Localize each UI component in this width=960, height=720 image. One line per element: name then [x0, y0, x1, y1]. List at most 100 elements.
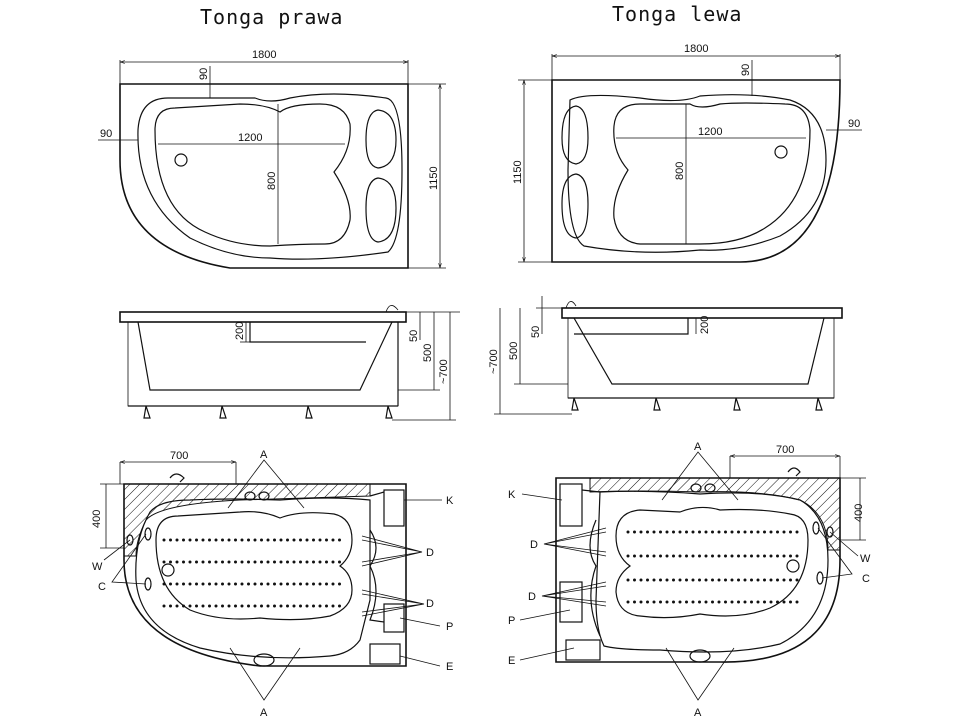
drain-icon	[161, 563, 175, 577]
jet-dot	[195, 604, 198, 608]
jet-dot	[789, 530, 792, 534]
jet-dot	[782, 530, 786, 534]
feet	[143, 405, 393, 419]
inner-basin	[613, 102, 811, 245]
jet-dot	[227, 582, 231, 586]
jet-dot	[639, 554, 643, 558]
dim-200: 200	[699, 316, 711, 334]
jet-dot	[704, 554, 708, 558]
dim-700: ~700	[438, 359, 450, 384]
jet-dot	[234, 560, 237, 564]
jet-dot	[188, 538, 192, 542]
inner-basin	[155, 511, 353, 621]
jet-dot	[652, 530, 656, 534]
label-w: W	[860, 553, 871, 565]
jet-dot	[639, 530, 643, 534]
jet-dot	[279, 560, 283, 564]
jet-dot	[338, 560, 341, 564]
jet-dot	[750, 600, 753, 604]
jet-dot	[305, 582, 309, 586]
jet-dot	[221, 604, 224, 608]
jet-dot	[266, 538, 270, 542]
dim-800: 800	[266, 172, 278, 190]
jet-dot	[646, 530, 649, 534]
jet-dot	[704, 600, 708, 604]
jet-dot	[672, 600, 675, 604]
inner-shell	[573, 317, 825, 385]
dim-700: 700	[170, 450, 188, 462]
jet-dot	[188, 582, 192, 586]
jet-dot	[240, 538, 244, 542]
hatched-wall	[123, 483, 371, 557]
jet-dot	[795, 600, 799, 604]
jet-dot	[279, 604, 283, 608]
jet-dot	[182, 560, 185, 564]
jet-dot	[266, 604, 270, 608]
jet-dot	[188, 604, 192, 608]
jet-dot	[266, 582, 270, 586]
label-w: W	[92, 561, 103, 573]
jet-dot	[175, 560, 179, 564]
jet-dot	[646, 600, 649, 604]
jet-dot	[227, 538, 231, 542]
drain-icon	[786, 559, 800, 573]
dim-50: 50	[530, 326, 542, 338]
jet-dot	[195, 560, 198, 564]
jet-dot	[338, 582, 341, 586]
jet-dot	[221, 582, 224, 586]
jet-dot	[286, 538, 289, 542]
jet-dot	[338, 538, 341, 542]
jet-dot	[730, 600, 734, 604]
jet-dot	[652, 578, 656, 582]
jet-dot	[331, 604, 335, 608]
jet-dots	[162, 538, 341, 608]
jet-dot	[633, 530, 636, 534]
label-a-bottom: A	[260, 707, 268, 719]
jet-dot	[214, 538, 218, 542]
drain-icon	[174, 153, 188, 167]
side-view-right: 200 50 500 ~700	[119, 305, 460, 421]
jet-dot	[659, 600, 662, 604]
jet-dot	[678, 554, 682, 558]
dim-90-top: 90	[740, 64, 752, 76]
jet-dot	[769, 578, 773, 582]
layout-view-left: 700 400 A A K D D P E W C	[508, 441, 871, 719]
jet-dot	[331, 538, 335, 542]
jet-dot	[247, 560, 250, 564]
jet-dot	[234, 538, 237, 542]
jet-dot	[175, 538, 179, 542]
jet-dot	[633, 600, 636, 604]
jet-dot	[685, 554, 688, 558]
jet-dot	[260, 604, 263, 608]
jet-dot	[646, 578, 649, 582]
jet-dot	[286, 604, 289, 608]
jet-dot	[633, 578, 636, 582]
jet-dot	[789, 600, 792, 604]
jet-dot	[756, 530, 760, 534]
jet-dot	[169, 604, 172, 608]
dim-1200: 1200	[698, 126, 722, 138]
jet-dot	[659, 554, 662, 558]
outer-outline	[123, 483, 407, 667]
jet-dots	[626, 530, 799, 604]
jet-dot	[756, 554, 760, 558]
jet-dot	[782, 600, 786, 604]
jet-dot	[318, 582, 322, 586]
jet-dot	[763, 530, 766, 534]
jet-dot	[331, 582, 335, 586]
dim-500: 500	[508, 342, 520, 360]
jet-dot	[795, 530, 799, 534]
label-d-top: D	[426, 547, 434, 559]
jet-dot	[318, 560, 322, 564]
jet-dot	[175, 582, 179, 586]
jet-dot	[221, 538, 224, 542]
jet-dot	[162, 560, 166, 564]
jet-dot	[305, 538, 309, 542]
jet-dot	[162, 538, 166, 542]
jet-dot	[175, 604, 179, 608]
jet-dot	[286, 560, 289, 564]
jet-dot	[292, 560, 296, 564]
jet-dot	[312, 604, 315, 608]
jet-dot	[711, 600, 714, 604]
